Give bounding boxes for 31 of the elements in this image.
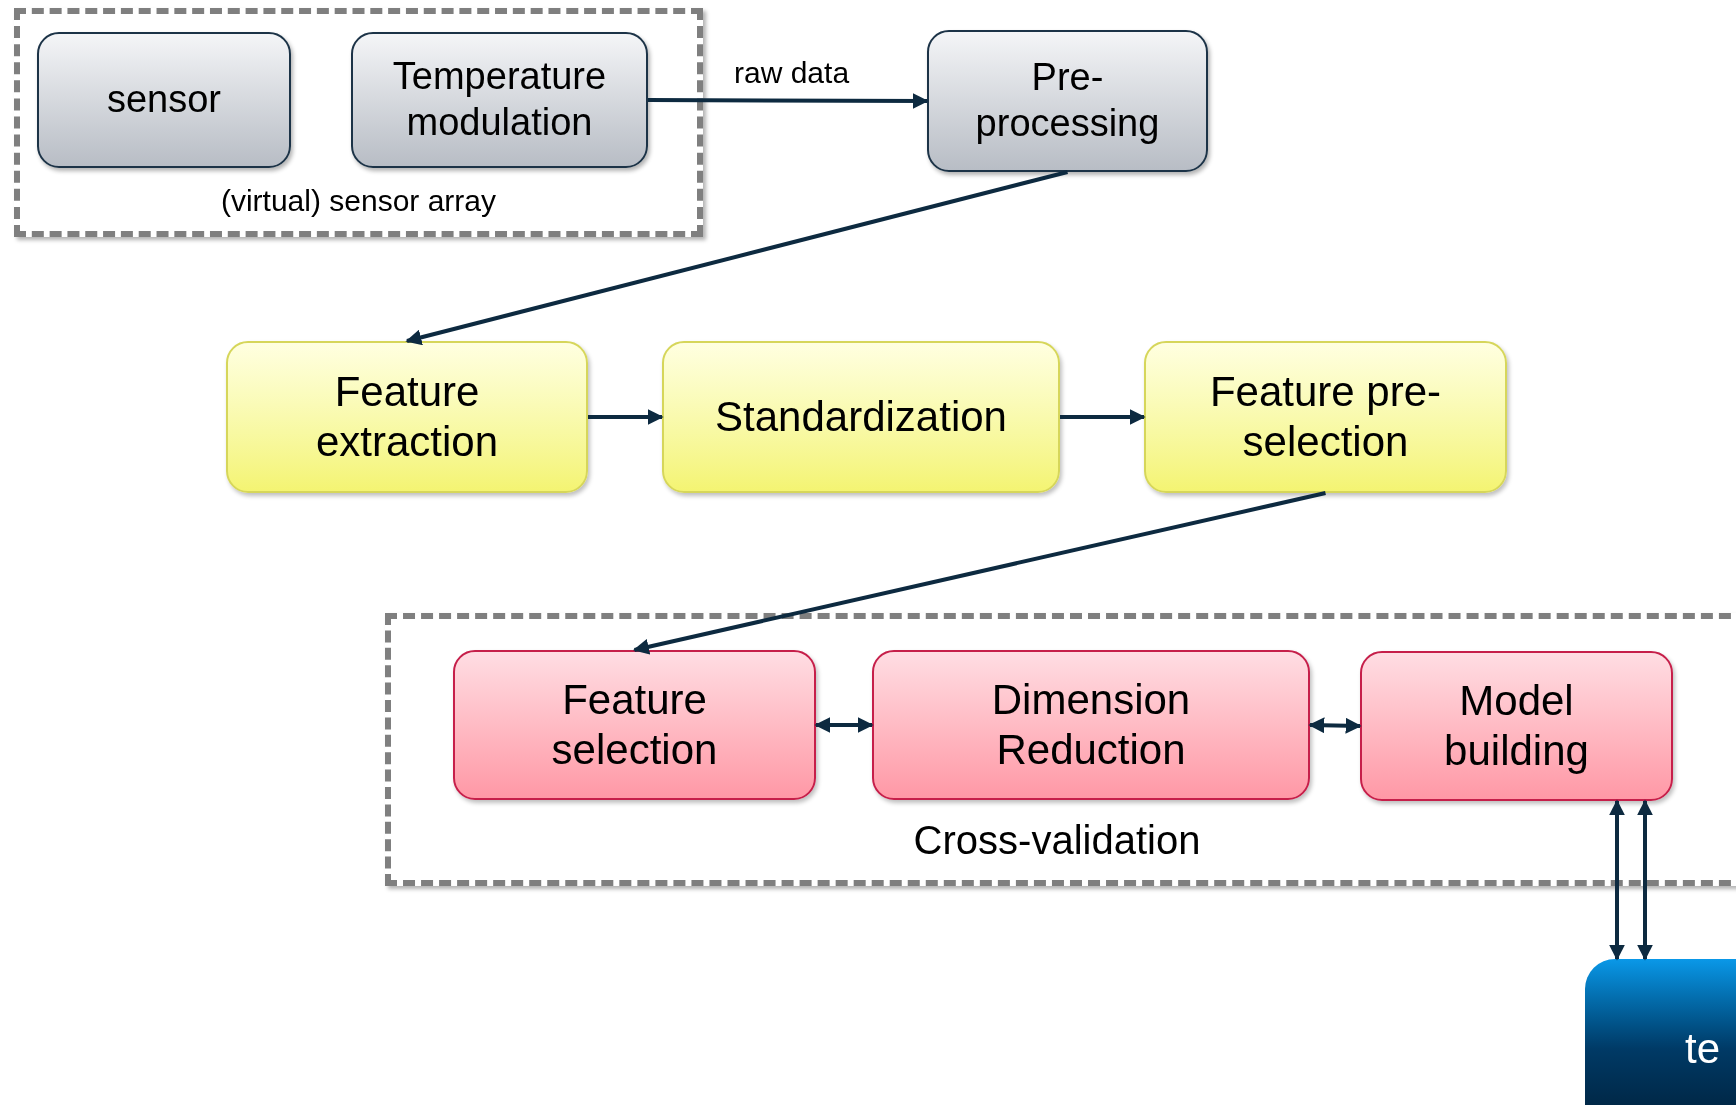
box-label: Feature selection [550, 674, 719, 775]
arrow [814, 717, 874, 733]
arrow [1609, 799, 1625, 961]
process-box [37, 32, 291, 168]
arrow [632, 491, 1326, 655]
process-box [1360, 651, 1673, 801]
arrow [1060, 409, 1146, 425]
process-box [226, 341, 588, 493]
box-label: Pre-processing [974, 55, 1161, 146]
arrow [588, 409, 664, 425]
box-label: Standardization [715, 391, 1007, 442]
box-label: Temperature modulation [391, 54, 608, 145]
box-label: Feature pre-selection [1208, 366, 1443, 467]
arrow [405, 170, 1068, 346]
process-box [927, 30, 1208, 172]
process-box [872, 650, 1310, 800]
group-label: Cross-validation [913, 817, 1201, 864]
box-label: Model building [1443, 675, 1590, 776]
arrow [1308, 717, 1362, 734]
box-label: Dimension Reduction [990, 674, 1192, 775]
arrow [648, 92, 929, 109]
box-label: Feature extraction [314, 366, 500, 467]
dashed-group-frame [14, 8, 703, 237]
group-label: (virtual) sensor array [220, 183, 497, 219]
box-label: te [1684, 1023, 1721, 1074]
process-box [662, 341, 1060, 493]
process-box [351, 32, 648, 168]
process-box [453, 650, 816, 800]
box-label: sensor [106, 77, 222, 123]
arrow [1637, 799, 1653, 961]
process-box [1144, 341, 1507, 493]
